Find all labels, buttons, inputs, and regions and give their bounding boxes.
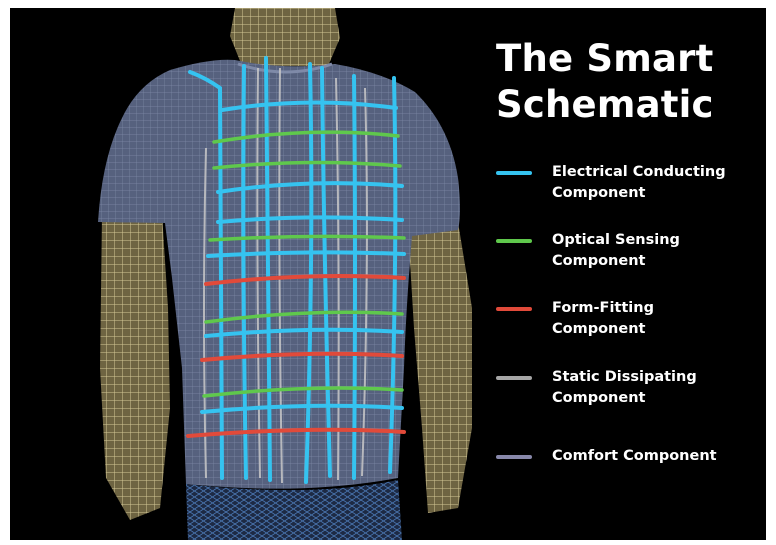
left-arm	[100, 214, 170, 520]
legend-label-line-1: Electrical Conducting	[552, 164, 726, 180]
legend-item-comfort: Comfort Component	[496, 446, 761, 496]
title-line-2: Schematic	[496, 82, 714, 128]
legend-label-form-fitting: Form-Fitting Component	[552, 298, 762, 340]
legend-item-electrical-conducting: Electrical Conducting Component	[496, 162, 761, 212]
legend-label-comfort: Comfort Component	[552, 446, 762, 467]
legend-label-static-dissipating: Static Dissipating Component	[552, 367, 762, 409]
legend-label-line-2: Component	[552, 321, 645, 337]
pants	[186, 480, 402, 540]
swatch-optical-sensing	[496, 239, 532, 243]
swatch-comfort	[496, 455, 532, 459]
legend-item-form-fitting: Form-Fitting Component	[496, 298, 761, 348]
legend-label-line-2: Component	[552, 253, 645, 269]
right-arm	[408, 222, 472, 513]
legend-label-line-1: Optical Sensing	[552, 232, 680, 248]
title-line-1: The Smart	[496, 36, 714, 82]
legend-label-line-2: Component	[552, 390, 645, 406]
legend-label-optical-sensing: Optical Sensing Component	[552, 230, 762, 272]
legend-label-line-1: Comfort Component	[552, 448, 717, 464]
swatch-static-dissipating	[496, 376, 532, 380]
schematic-title: The Smart Schematic	[496, 36, 714, 128]
legend-label-line-1: Form-Fitting	[552, 300, 654, 316]
schematic-panel: The Smart Schematic Electrical Conductin…	[10, 8, 766, 540]
legend-item-static-dissipating: Static Dissipating Component	[496, 367, 761, 417]
legend-label-electrical-conducting: Electrical Conducting Component	[552, 162, 762, 204]
legend-item-optical-sensing: Optical Sensing Component	[496, 230, 761, 280]
smart-shirt-figure	[10, 8, 480, 540]
legend-label-line-1: Static Dissipating	[552, 369, 697, 385]
swatch-form-fitting	[496, 307, 532, 311]
legend-label-line-2: Component	[552, 185, 645, 201]
swatch-electrical-conducting	[496, 171, 532, 175]
neck	[230, 8, 340, 66]
